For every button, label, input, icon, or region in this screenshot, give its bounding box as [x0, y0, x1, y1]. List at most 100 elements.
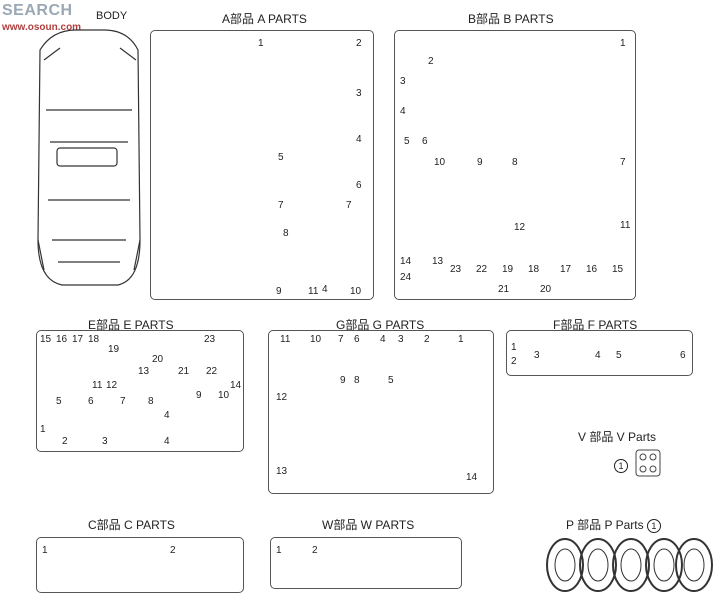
part-number: 5 — [404, 136, 410, 147]
part-number: 6 — [356, 180, 362, 191]
part-number: 12 — [106, 380, 118, 391]
part-number: 2 — [511, 356, 517, 367]
part-number: 2 — [170, 545, 176, 556]
part-number: 20 — [540, 284, 552, 295]
part-number: 8 — [354, 375, 360, 386]
part-number: 3 — [356, 88, 362, 99]
part-number: 5 — [56, 396, 62, 407]
part-number: 1 — [40, 424, 46, 435]
part-number: 9 — [276, 286, 282, 297]
part-number: 10 — [310, 334, 322, 345]
part-number: 6 — [422, 136, 428, 147]
part-number-v1: 1 — [614, 456, 628, 474]
sprue-w-title: W部品 W PARTS — [322, 518, 415, 532]
part-number: 18 — [528, 264, 540, 275]
part-number: 3 — [102, 436, 108, 447]
part-number: 8 — [283, 228, 289, 239]
sprue-a-title: A部品 A PARTS — [222, 12, 307, 26]
part-number: 14 — [230, 380, 242, 391]
sprue-p-title: P 部品 P Parts 1 — [566, 516, 661, 533]
part-number: 9 — [477, 157, 483, 168]
part-number: 22 — [206, 366, 218, 377]
part-number: 6 — [680, 350, 686, 361]
part-number: 8 — [512, 157, 518, 168]
part-number: 4 — [595, 350, 601, 361]
part-number: 11 — [92, 380, 103, 391]
part-number: 7 — [338, 334, 344, 345]
part-number: 1 — [458, 334, 464, 345]
part-number-p1: 1 — [646, 519, 661, 533]
part-number: 10 — [350, 286, 362, 297]
sprue-v-title: V 部品 V Parts — [578, 430, 657, 444]
part-number: 9 — [340, 375, 346, 386]
part-number: 17 — [560, 264, 572, 275]
part-number: 18 — [88, 334, 100, 345]
part-number: 4 — [322, 284, 328, 295]
part-number: 2 — [356, 38, 362, 49]
part-number: 6 — [88, 396, 94, 407]
part-number: 15 — [612, 264, 624, 275]
part-number: 1 — [620, 38, 626, 49]
part-number: 16 — [586, 264, 598, 275]
part-number: 1 — [258, 38, 264, 49]
part-number: 2 — [428, 56, 434, 67]
part-number: 11 — [280, 334, 291, 345]
sprue-c-title: C部品 C PARTS — [88, 518, 175, 532]
part-number: 9 — [196, 390, 202, 401]
part-number: 5 — [388, 375, 394, 386]
part-number: 23 — [204, 334, 216, 345]
part-number: 19 — [502, 264, 514, 275]
part-number: 4 — [400, 106, 406, 117]
part-number: 7 — [120, 396, 126, 407]
part-number: 24 — [400, 272, 412, 283]
part-number: 4 — [164, 410, 170, 421]
part-number: 4 — [356, 134, 362, 145]
part-number: 17 — [72, 334, 84, 345]
watermark-site: www.osoun.com — [2, 22, 82, 33]
part-number: 7 — [278, 200, 284, 211]
part-number: 6 — [354, 334, 360, 345]
part-number: 4 — [380, 334, 386, 345]
part-number: 11 — [620, 220, 631, 231]
part-number: 3 — [398, 334, 404, 345]
part-number: 3 — [534, 350, 540, 361]
body-label: BODY — [96, 10, 128, 22]
part-number: 13 — [138, 366, 150, 377]
sprue-c-frame — [36, 537, 244, 593]
sprue-f-title: F部品 F PARTS — [553, 318, 638, 332]
part-number: 21 — [498, 284, 510, 295]
part-number: 7 — [620, 157, 626, 168]
sprue-g-frame — [268, 330, 494, 494]
part-number: 2 — [62, 436, 68, 447]
part-number: 13 — [276, 466, 288, 477]
part-number: 23 — [450, 264, 462, 275]
part-number: 12 — [514, 222, 526, 233]
sprue-g-title: G部品 G PARTS — [336, 318, 425, 332]
part-number: 15 — [40, 334, 52, 345]
part-number: 7 — [346, 200, 352, 211]
part-number: 10 — [218, 390, 230, 401]
p-parts-drawing — [546, 538, 713, 592]
v-parts-drawing — [635, 449, 661, 477]
part-number: 1 — [511, 342, 517, 353]
part-number: 3 — [400, 76, 406, 87]
sprue-b-frame — [394, 30, 636, 300]
part-number: 5 — [616, 350, 622, 361]
part-number: 16 — [56, 334, 68, 345]
part-number: 10 — [434, 157, 446, 168]
sprue-w-frame — [270, 537, 462, 589]
body-drawing — [37, 29, 141, 286]
sprue-e-frame — [36, 330, 244, 452]
sprue-b-title: B部品 B PARTS — [468, 12, 554, 26]
part-number: 14 — [466, 472, 478, 483]
part-number: 2 — [312, 545, 318, 556]
sprue-f-frame — [506, 330, 693, 376]
part-number: 13 — [432, 256, 444, 267]
part-number: 19 — [108, 344, 120, 355]
sprue-e-title: E部品 E PARTS — [88, 318, 174, 332]
part-number: 20 — [152, 354, 164, 365]
part-number: 8 — [148, 396, 154, 407]
part-number: 1 — [276, 545, 282, 556]
part-number: 12 — [276, 392, 288, 403]
part-number: 22 — [476, 264, 488, 275]
